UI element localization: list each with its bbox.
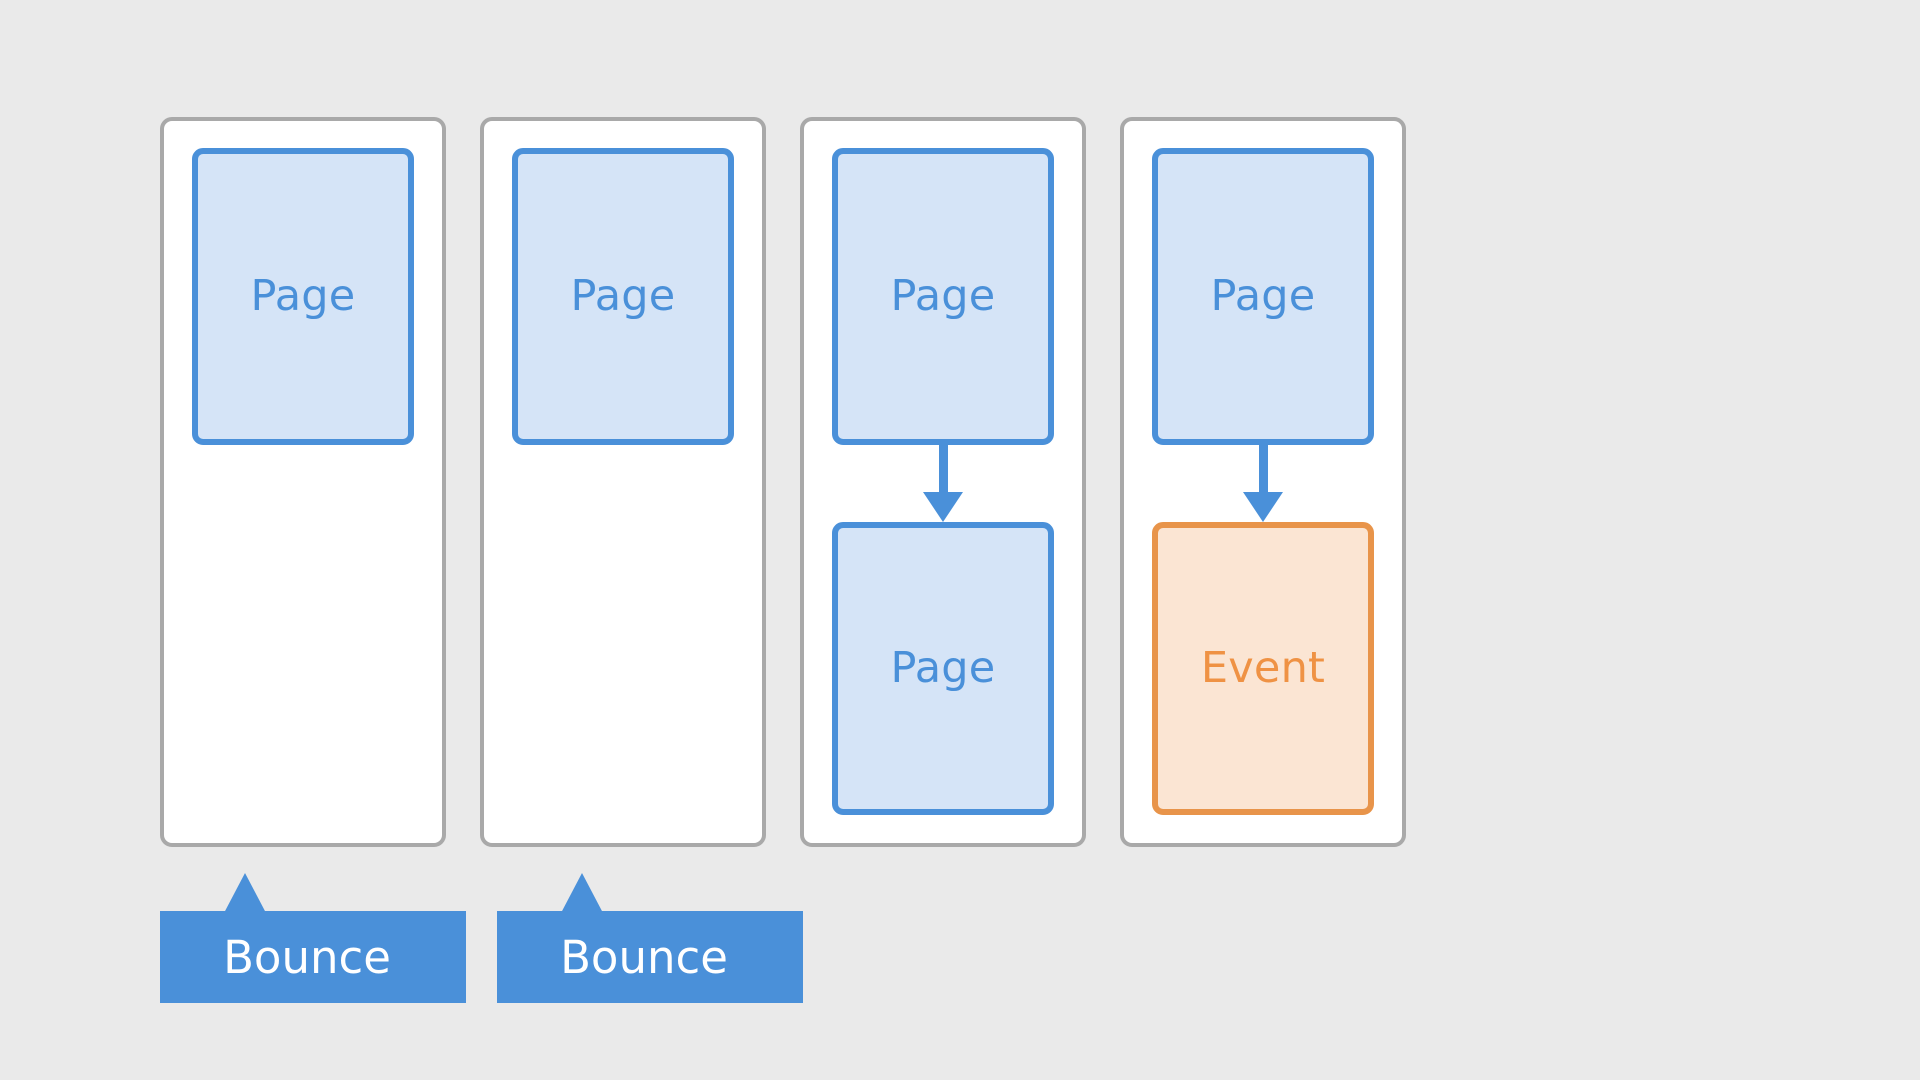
page-node-label: Page (890, 271, 996, 321)
flow-arrow-down-4 (1223, 445, 1303, 522)
arrow-stem (938, 445, 948, 497)
page-node-label: Page (570, 271, 676, 321)
bounce-tail-icon (561, 873, 603, 913)
page-node-1-1[interactable]: Page (192, 148, 414, 445)
arrow-head-icon (923, 492, 963, 522)
arrow-stem (1258, 445, 1268, 497)
page-node-label: Page (1210, 271, 1316, 321)
bounce-body[interactable]: Bounce (160, 911, 466, 1003)
page-node-label: Page (890, 643, 996, 693)
arrow-head-icon (1243, 492, 1283, 522)
page-node-label: Page (250, 271, 356, 321)
bounce-callout-2[interactable]: Bounce (497, 873, 803, 1003)
page-node-2-1[interactable]: Page (512, 148, 734, 445)
event-node-4-1[interactable]: Event (1152, 522, 1374, 815)
bounce-label: Bounce (223, 930, 391, 984)
bounce-callout-1[interactable]: Bounce (160, 873, 466, 1003)
page-node-4-1[interactable]: Page (1152, 148, 1374, 445)
page-node-3-2[interactable]: Page (832, 522, 1054, 815)
bounce-body[interactable]: Bounce (497, 911, 803, 1003)
event-node-label: Event (1200, 643, 1326, 693)
page-node-3-1[interactable]: Page (832, 148, 1054, 445)
flow-arrow-down-3 (903, 445, 983, 522)
bounce-tail-icon (224, 873, 266, 913)
bounce-label: Bounce (560, 930, 728, 984)
